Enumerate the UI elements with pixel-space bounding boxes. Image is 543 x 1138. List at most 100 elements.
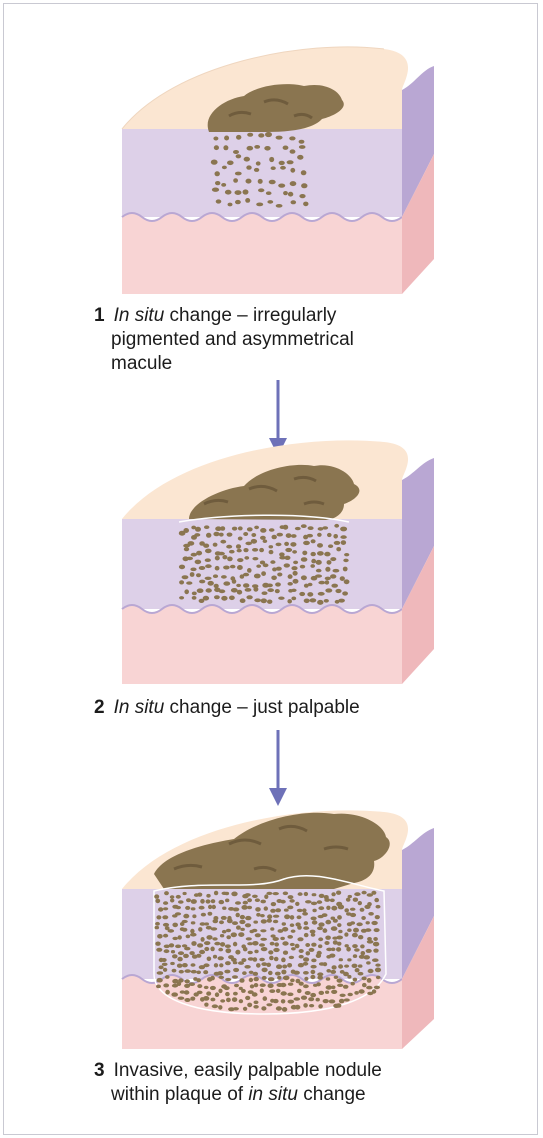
pigment-cell (303, 962, 309, 966)
pigment-cell (220, 526, 225, 531)
pigment-cell (283, 191, 288, 195)
pigment-cell (281, 999, 286, 1003)
pigment-cell (253, 921, 258, 924)
pigment-cell (295, 527, 301, 530)
pigment-cell (215, 171, 220, 176)
pigment-cell (178, 997, 185, 1000)
pigment-cell (212, 1004, 218, 1008)
pigment-cell (164, 891, 169, 895)
pigment-cell (373, 949, 378, 953)
pigment-cell (220, 999, 225, 1002)
pigment-cell (302, 551, 307, 556)
pigment-cell (318, 581, 325, 585)
pigment-cell (205, 549, 212, 554)
pigment-cell (346, 898, 351, 902)
pigment-cell (309, 1004, 314, 1007)
pigment-cell (358, 972, 364, 976)
pigment-cell (291, 534, 297, 538)
pigment-cell (235, 172, 242, 176)
pigment-cell (275, 589, 280, 593)
pigment-cell (354, 892, 360, 896)
pigment-cell (264, 894, 268, 899)
pigment-cell (252, 992, 258, 996)
pigment-cell (155, 922, 160, 926)
pigment-cell (270, 942, 275, 946)
pigment-cell (283, 525, 288, 530)
pigment-cell (340, 527, 347, 532)
pigment-cell (353, 898, 358, 902)
pigment-cell (290, 979, 295, 983)
pigment-cell (312, 909, 316, 913)
pigment-cell (165, 990, 170, 995)
pigment-cell (197, 984, 202, 988)
pigment-cell (269, 550, 274, 554)
pigment-cell (230, 565, 236, 569)
pigment-cell (367, 978, 372, 983)
pigment-cell (198, 927, 202, 932)
pigment-cell (245, 198, 250, 203)
pigment-cell (322, 526, 328, 529)
pigment-cell (285, 548, 292, 552)
pigment-cell (284, 542, 289, 546)
pigment-cell (203, 544, 209, 548)
pigment-cell (227, 919, 233, 924)
pigment-cell (305, 943, 310, 947)
pigment-cell (218, 956, 224, 960)
pigment-cell (303, 541, 310, 545)
pigment-cell (170, 962, 175, 965)
pigment-cell (195, 560, 202, 565)
pigment-cell (276, 567, 282, 571)
pigment-cell (232, 997, 237, 1002)
pigment-cell (197, 588, 204, 593)
pigment-cell (224, 986, 230, 990)
pigment-cell (212, 188, 219, 192)
pigment-cell (210, 986, 216, 990)
pigment-cell (329, 954, 335, 958)
pigment-cell (344, 965, 349, 968)
pigment-cell (264, 906, 268, 910)
pigment-cell (281, 991, 287, 995)
pigment-cell (373, 942, 379, 947)
stage-1-number: 1 (94, 305, 105, 326)
pigment-cell (341, 540, 346, 545)
pigment-cell (275, 972, 281, 976)
pigment-cell (204, 941, 210, 945)
pigment-cell (179, 531, 186, 536)
pigment-cell (222, 555, 227, 559)
pigment-cell (162, 915, 168, 919)
stage-2-caption: 2In situ change – just palpable (94, 696, 360, 720)
pigment-cell (163, 968, 167, 972)
pigment-cell (231, 932, 237, 937)
pigment-cell (304, 599, 310, 604)
pigment-cell (336, 547, 341, 551)
pigment-cell (338, 930, 342, 934)
pigment-cell (337, 979, 343, 983)
pigment-cell (219, 533, 224, 537)
pigment-cell (315, 574, 322, 577)
pigment-cell (182, 920, 188, 923)
pigment-cell (241, 989, 246, 993)
pigment-cell (247, 1003, 252, 1008)
pigment-cell (288, 192, 293, 197)
pigment-cell (276, 1006, 282, 1010)
pigment-cell (183, 914, 189, 919)
pigment-cell (287, 599, 292, 603)
pigment-cell (283, 976, 290, 981)
pigment-cell (304, 921, 308, 925)
pigment-cell (254, 145, 260, 149)
pigment-cell (215, 556, 220, 561)
pigment-cell (201, 913, 206, 917)
pigment-cell (191, 553, 197, 557)
pigment-cell (344, 908, 349, 912)
pigment-cell (237, 565, 243, 570)
pigment-cell (190, 997, 195, 1001)
pigment-cell (219, 589, 226, 593)
pigment-cell (216, 199, 222, 203)
pigment-cell (339, 958, 343, 961)
pigment-cell (155, 926, 160, 929)
pigment-cell (191, 970, 197, 974)
pigment-cell (247, 146, 254, 151)
pigment-cell (207, 957, 212, 962)
pigment-cell (303, 957, 309, 962)
